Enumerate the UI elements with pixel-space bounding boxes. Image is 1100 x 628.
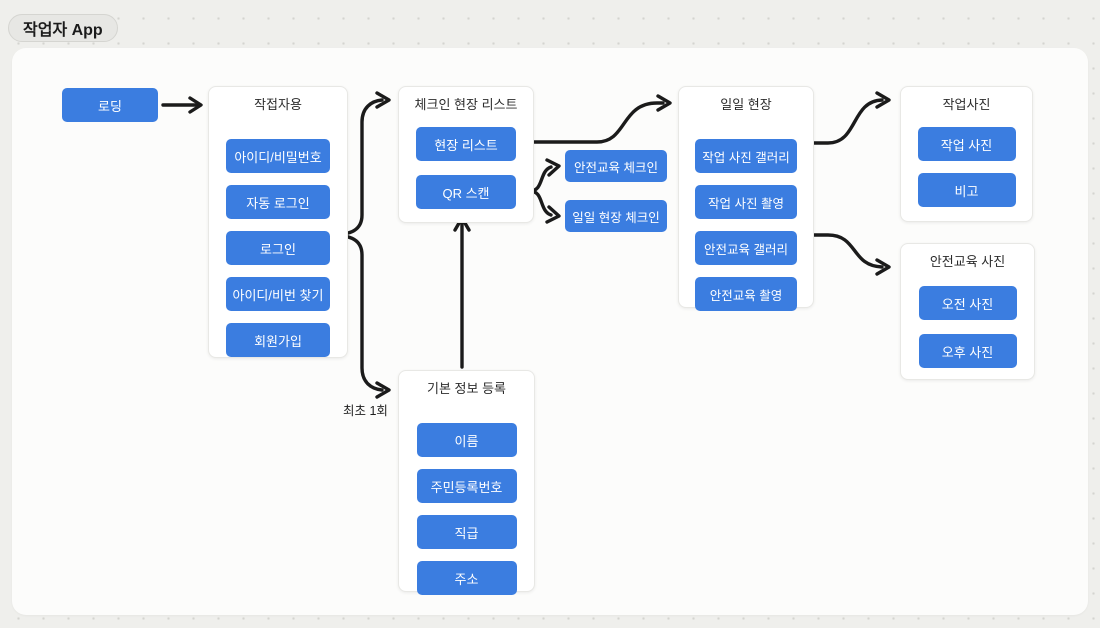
- item-id-password[interactable]: 아이디/비밀번호: [226, 139, 330, 173]
- group-checkin-site-list[interactable]: 체크인 현장 리스트 현장 리스트 QR 스캔: [398, 86, 534, 223]
- item-safety-edu-gallery[interactable]: 안전교육 갤러리: [695, 231, 797, 265]
- group-safety-edu-photo-title: 안전교육 사진: [929, 254, 1006, 269]
- item-safety-edu-capture[interactable]: 안전교육 촬영: [695, 277, 797, 311]
- item-auto-login[interactable]: 자동 로그인: [226, 185, 330, 219]
- node-safety-edu-checkin[interactable]: 안전교육 체크인: [565, 150, 667, 182]
- group-checkin-site-list-title: 체크인 현장 리스트: [414, 97, 518, 112]
- node-loading[interactable]: 로딩: [62, 88, 158, 122]
- item-address[interactable]: 주소: [416, 561, 517, 595]
- item-morning-photo[interactable]: 오전 사진: [918, 286, 1017, 320]
- item-resident-number[interactable]: 주민등록번호: [416, 469, 517, 503]
- item-find-id-password[interactable]: 아이디/비번 찾기: [226, 277, 330, 311]
- group-work-photo[interactable]: 작업사진 작업 사진 비고: [900, 86, 1033, 222]
- item-work-photo-capture[interactable]: 작업 사진 촬영: [695, 185, 797, 219]
- item-login[interactable]: 로그인: [226, 231, 330, 265]
- item-work-photo-gallery[interactable]: 작업 사진 갤러리: [695, 139, 797, 173]
- item-site-list[interactable]: 현장 리스트: [416, 127, 516, 161]
- annotation-first-time-once: 최초 1회: [343, 404, 388, 418]
- item-work-photo[interactable]: 작업 사진: [917, 127, 1016, 161]
- group-daily-site[interactable]: 일일 현장 작업 사진 갤러리 작업 사진 촬영 안전교육 갤러리 안전교육 촬…: [678, 86, 814, 311]
- group-basic-info[interactable]: 기본 정보 등록 이름 주민등록번호 직급 주소: [398, 370, 535, 595]
- item-name[interactable]: 이름: [416, 423, 517, 457]
- item-position[interactable]: 직급: [416, 515, 517, 549]
- item-signup[interactable]: 회원가입: [226, 323, 330, 357]
- group-worker[interactable]: 작접자용 아이디/비밀번호 자동 로그인 로그인 아이디/비번 찾기 회원가입: [208, 86, 348, 358]
- group-worker-title: 작접자용: [254, 97, 302, 112]
- group-safety-edu-photo[interactable]: 안전교육 사진 오전 사진 오후 사진: [900, 243, 1035, 380]
- group-work-photo-title: 작업사진: [942, 97, 991, 112]
- group-basic-info-title: 기본 정보 등록: [427, 381, 506, 396]
- diagram-title-pill[interactable]: 작업자 App: [8, 14, 118, 42]
- item-remarks[interactable]: 비고: [917, 173, 1016, 207]
- node-daily-site-checkin[interactable]: 일일 현장 체크인: [565, 200, 667, 232]
- item-afternoon-photo[interactable]: 오후 사진: [918, 334, 1017, 368]
- item-qr-scan[interactable]: QR 스캔: [416, 175, 516, 209]
- group-daily-site-title: 일일 현장: [720, 97, 772, 112]
